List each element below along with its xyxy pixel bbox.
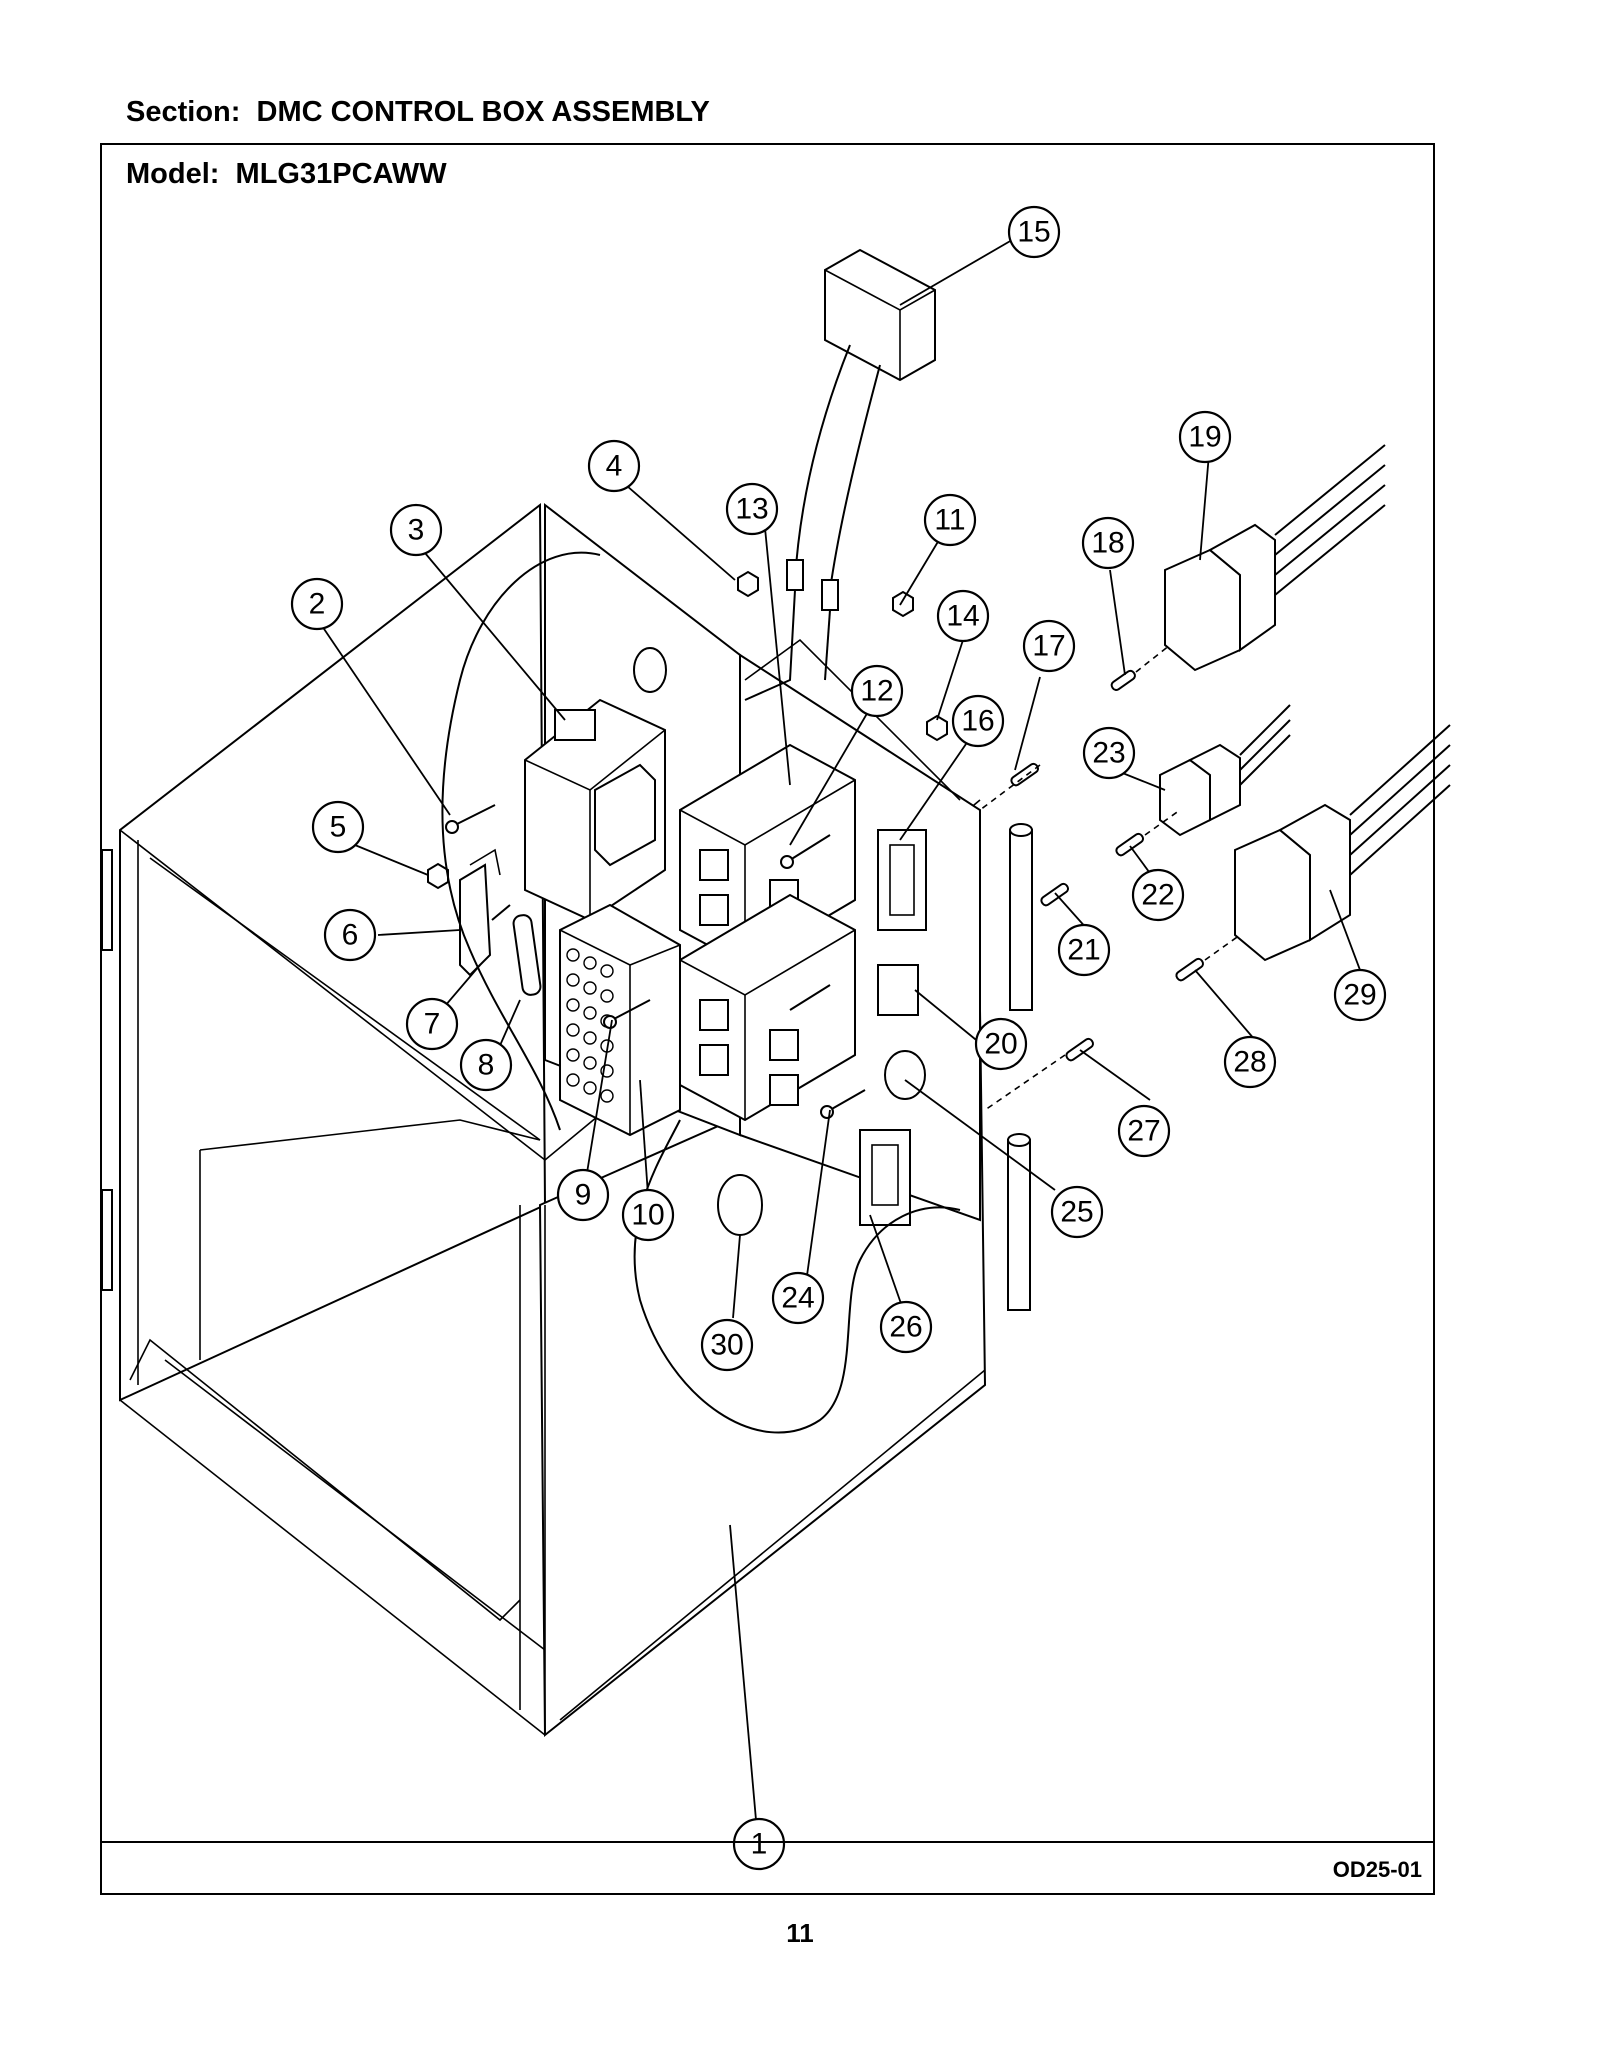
callout-label: 13	[735, 493, 768, 526]
callout-label: 9	[575, 1179, 592, 1212]
callout-label: 4	[606, 450, 623, 483]
callout-label: 15	[1017, 216, 1050, 249]
callout-label: 23	[1092, 737, 1125, 770]
callout-label: 2	[309, 588, 326, 621]
leader-lines	[319, 239, 1361, 1821]
callout-18: 18	[1081, 516, 1135, 570]
callout-12: 12	[850, 664, 904, 718]
switch-26	[859, 1129, 911, 1226]
callout-10: 10	[621, 1188, 675, 1242]
callout-13: 13	[725, 482, 779, 536]
callout-label: 21	[1067, 934, 1100, 967]
callout-label: 7	[424, 1008, 441, 1041]
callout-7: 7	[405, 997, 459, 1051]
callout-28: 28	[1223, 1035, 1277, 1089]
switch-16	[877, 829, 927, 931]
connector-29	[1234, 724, 1451, 962]
connector-23	[1159, 704, 1291, 837]
page-number: 11	[786, 1918, 814, 1948]
callout-label: 28	[1233, 1046, 1266, 1079]
terminal-pins	[979, 644, 1241, 1111]
callout-30: 30	[700, 1318, 754, 1372]
callout-25: 25	[1050, 1185, 1104, 1239]
callout-label: 17	[1032, 630, 1065, 663]
callout-label: 25	[1060, 1196, 1093, 1229]
callout-15: 15	[1007, 205, 1061, 259]
callout-2: 2	[290, 577, 344, 631]
callout-label: 30	[710, 1329, 743, 1362]
fuse-holder	[459, 848, 542, 996]
diagram-frame	[100, 143, 1435, 1895]
callout-label: 10	[631, 1199, 664, 1232]
callout-29: 29	[1333, 968, 1387, 1022]
callout-5: 5	[311, 800, 365, 854]
callout-16: 16	[951, 694, 1005, 748]
footer-divider	[100, 1841, 1435, 1843]
callout-24: 24	[771, 1271, 825, 1325]
harness-15	[744, 248, 936, 701]
callout-label: 11	[934, 504, 965, 537]
grommet-25	[884, 1050, 926, 1100]
relay-lower	[679, 893, 856, 1122]
callout-20: 20	[974, 1017, 1028, 1071]
terminal-block	[559, 903, 681, 1137]
callout-6: 6	[323, 908, 377, 962]
callout-label: 27	[1127, 1115, 1160, 1148]
callout-label: 19	[1188, 421, 1221, 454]
callout-19: 19	[1178, 410, 1232, 464]
callout-label: 5	[330, 811, 347, 844]
callout-11: 11	[923, 493, 977, 547]
callout-label: 14	[946, 600, 979, 633]
callout-22: 22	[1131, 868, 1185, 922]
drawing-code: OD25-01	[1332, 1857, 1422, 1882]
callout-8: 8	[459, 1038, 513, 1092]
model-title: Model: MLG31PCAWW	[126, 158, 447, 190]
callout-label: 22	[1141, 879, 1174, 912]
bushing-30	[717, 1174, 763, 1236]
callout-26: 26	[879, 1300, 933, 1354]
callout-label: 18	[1091, 527, 1124, 560]
callout-4: 4	[587, 439, 641, 493]
transformer	[524, 698, 666, 922]
callout-label: 3	[408, 514, 425, 547]
callout-label: 29	[1343, 979, 1376, 1012]
callout-14: 14	[936, 589, 990, 643]
callout-27: 27	[1117, 1104, 1171, 1158]
callout-21: 21	[1057, 923, 1111, 977]
callout-label: 20	[984, 1028, 1017, 1061]
connector-19	[1164, 444, 1386, 672]
section-title: Section: DMC CONTROL BOX ASSEMBLY	[126, 96, 710, 128]
callout-label: 6	[342, 919, 359, 952]
callout-label: 12	[860, 675, 893, 708]
callout-17: 17	[1022, 619, 1076, 673]
callout-23: 23	[1082, 726, 1136, 780]
callout-label: 8	[478, 1049, 495, 1082]
callout-label: 1	[751, 1828, 768, 1861]
switch-20	[877, 964, 919, 1016]
callout-label: 24	[781, 1282, 814, 1315]
callout-label: 26	[889, 1311, 922, 1344]
standoff-posts	[1007, 823, 1033, 1311]
callout-1: 1	[732, 1817, 786, 1871]
callout-3: 3	[389, 503, 443, 557]
callout-9: 9	[556, 1168, 610, 1222]
callout-label: 16	[961, 705, 994, 738]
